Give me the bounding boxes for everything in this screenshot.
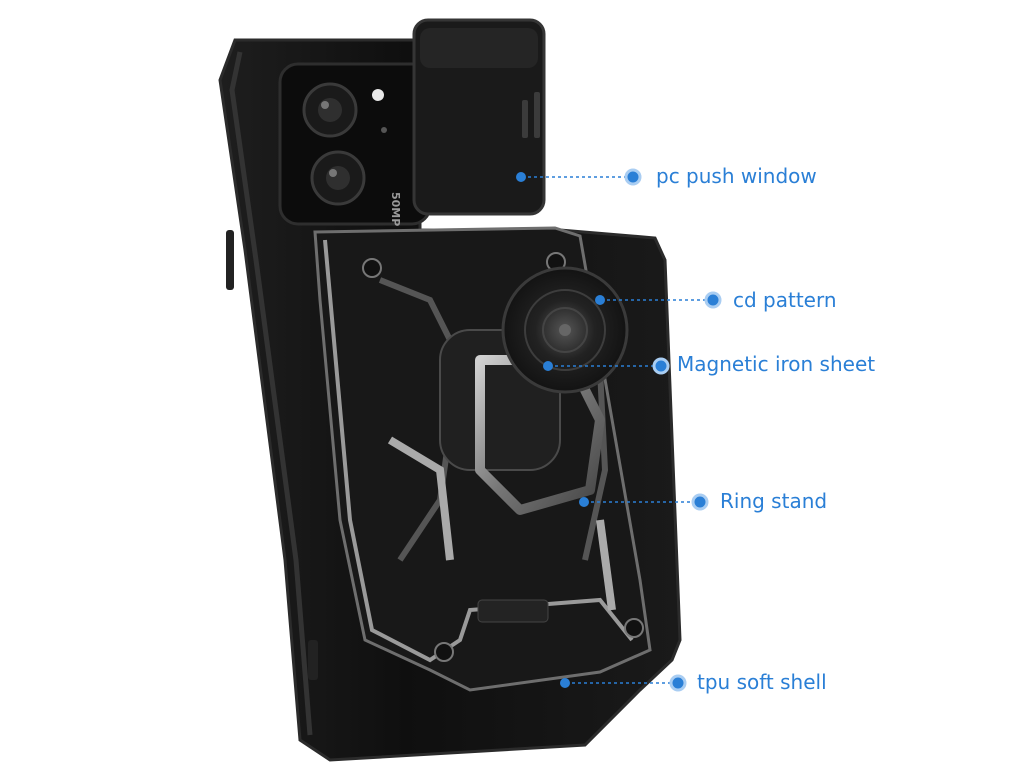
label-magnetic-iron-sheet: Magnetic iron sheet xyxy=(677,352,876,376)
label-tpu-soft-shell: tpu soft shell xyxy=(697,670,827,694)
camera-module-text: 50MP xyxy=(389,192,402,226)
side-button xyxy=(226,230,234,290)
screw xyxy=(624,618,644,638)
label-cd-pattern: cd pattern xyxy=(733,288,837,312)
side-button xyxy=(308,640,318,680)
label-ring-stand: Ring stand xyxy=(720,489,828,513)
push-window-slider[interactable] xyxy=(412,18,546,216)
screw xyxy=(434,642,454,662)
callout-cd xyxy=(595,291,722,309)
camera-module xyxy=(278,62,432,226)
honeycomb-vent xyxy=(477,599,549,623)
callout-tpu xyxy=(560,674,687,692)
screw xyxy=(362,258,382,278)
callout-ring xyxy=(579,493,709,511)
flash xyxy=(372,89,384,101)
callout-push xyxy=(516,168,642,186)
label-pc-push-window: pc push window xyxy=(656,164,817,188)
callout-mag xyxy=(543,357,670,375)
